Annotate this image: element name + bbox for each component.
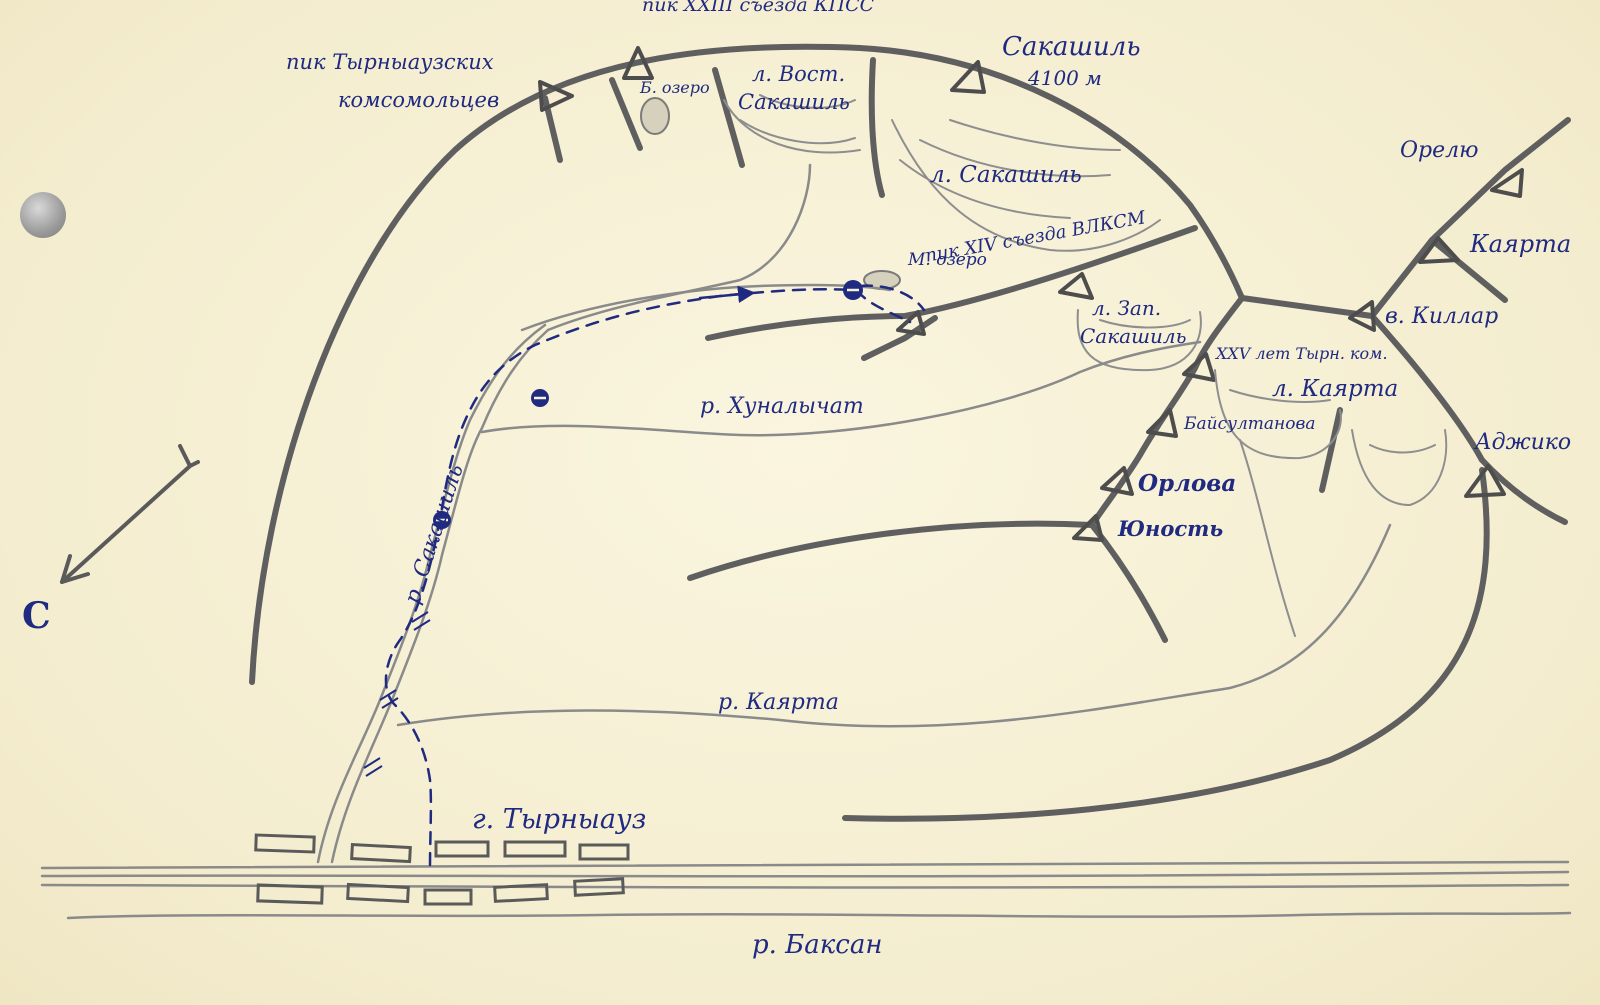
river-baksan: [66, 911, 1572, 920]
route-summit-loop: [858, 284, 926, 312]
label-peak-kayarta: Каярта: [1470, 230, 1572, 258]
peak-triangle-sakashil: [950, 60, 986, 94]
ridge-northeast-orelyu: [1369, 117, 1571, 319]
label-peak-orelyu: Орелю: [1400, 138, 1479, 163]
river-sakashil-right: [330, 328, 550, 864]
route-ascent-arrow: [698, 285, 756, 304]
label-peak-xxv-years: XXV лет Тырн. ком.: [1216, 344, 1388, 363]
ridge-adzhiko-south-loop: [842, 467, 1490, 822]
road-main-1: [40, 860, 1570, 870]
label-river-baksan: р. Баксан: [752, 930, 883, 960]
river-kayarta: [396, 523, 1392, 728]
road-main-3: [40, 883, 1570, 889]
label-peak-adzhiko: Аджико: [1475, 430, 1572, 455]
peak-triangle-orlova: [1100, 466, 1134, 496]
north-arrow: [60, 444, 200, 584]
ridge-east-to-killar: [1239, 295, 1375, 319]
spur-vost: [712, 67, 745, 168]
label-glacier-zap-line1: л. Зап.: [1092, 296, 1162, 320]
label-river-kayarta: р. Каярта: [718, 690, 839, 715]
river-sakashil-source: [546, 163, 812, 332]
peak-triangle-xiv-spur: [896, 310, 926, 336]
peak-triangle-yunost: [1072, 514, 1104, 542]
peak-triangle-xxv: [1182, 352, 1216, 382]
spur-sakashil: [868, 57, 885, 198]
ridge-yunost: [687, 520, 1095, 581]
binder-hole: [20, 192, 66, 238]
label-glacier-vost-line2: Сакашиль: [738, 90, 850, 114]
label-peak-baisultanova: Байсултанова: [1184, 414, 1316, 434]
peak-triangle-tyrnyauz: [538, 80, 574, 112]
lakes: [640, 97, 901, 290]
label-glacier-zap-line2: Сакашиль: [1080, 324, 1187, 348]
north-label: С: [22, 595, 51, 637]
label-glacier-kayarta: л. Каярта: [1272, 376, 1399, 402]
ridge-inner-west: [1089, 295, 1245, 643]
label-peak-sakashil-line2: 4100 м: [1028, 66, 1102, 90]
peak-triangle-baisultanova: [1146, 408, 1178, 438]
label-peak-yunost: Юность: [1118, 516, 1224, 541]
glacier-contours: [723, 94, 1448, 637]
b-ozero-shape: [640, 97, 670, 135]
route-ascent: [384, 288, 854, 867]
label-lake-m-ozero: М. озеро: [908, 250, 987, 270]
label-peak-tyrnyauz-line2: комсомольцев: [338, 88, 500, 112]
label-peak-sakashil-line1: Сакашиль: [1002, 32, 1141, 62]
ridge-killar-adzhiko: [1369, 313, 1568, 525]
label-glacier-sakashil: л. Сакашиль: [930, 162, 1082, 188]
label-peak-killar: в. Киллар: [1385, 304, 1499, 329]
main-ridge-arc: [249, 43, 1245, 685]
river-khunalychat: [480, 340, 1202, 437]
label-glacier-vost-line1: л. Вост.: [752, 62, 846, 86]
road-main-2: [40, 870, 1570, 878]
peak-triangle-xiv: [1058, 272, 1094, 300]
river-sakashil-left: [316, 323, 547, 864]
label-peak-xxiii: пик XXIII съезда КПСС: [642, 0, 875, 16]
peak-triangle-adzhiko: [1464, 464, 1506, 498]
spur-kayarta-glacier: [1319, 407, 1343, 493]
peak-triangle-orelyu: [1490, 168, 1524, 198]
ridge-xiv-spur: [861, 315, 938, 361]
spur-b-ozero-2: [609, 77, 643, 151]
peak-triangle-killar: [1348, 300, 1376, 332]
label-lake-b-ozero: Б. озеро: [640, 78, 710, 97]
label-town: г. Тырныауз: [472, 804, 647, 835]
spur-kayarta: [1429, 237, 1508, 303]
label-peak-tyrnyauz-line1: пик Тырныаузских: [286, 50, 494, 74]
route-crossings: [363, 611, 431, 777]
label-river-khunalychat: р. Хуналычат: [700, 394, 864, 419]
river-khunalychat-upper: [520, 283, 892, 332]
town-buildings: [254, 833, 630, 906]
label-peak-orlova: Орлова: [1138, 470, 1237, 497]
peak-triangle-kayarta: [1418, 236, 1460, 264]
camp-marker-bars: [436, 288, 859, 522]
peak-triangle-xxiii: [622, 46, 654, 80]
